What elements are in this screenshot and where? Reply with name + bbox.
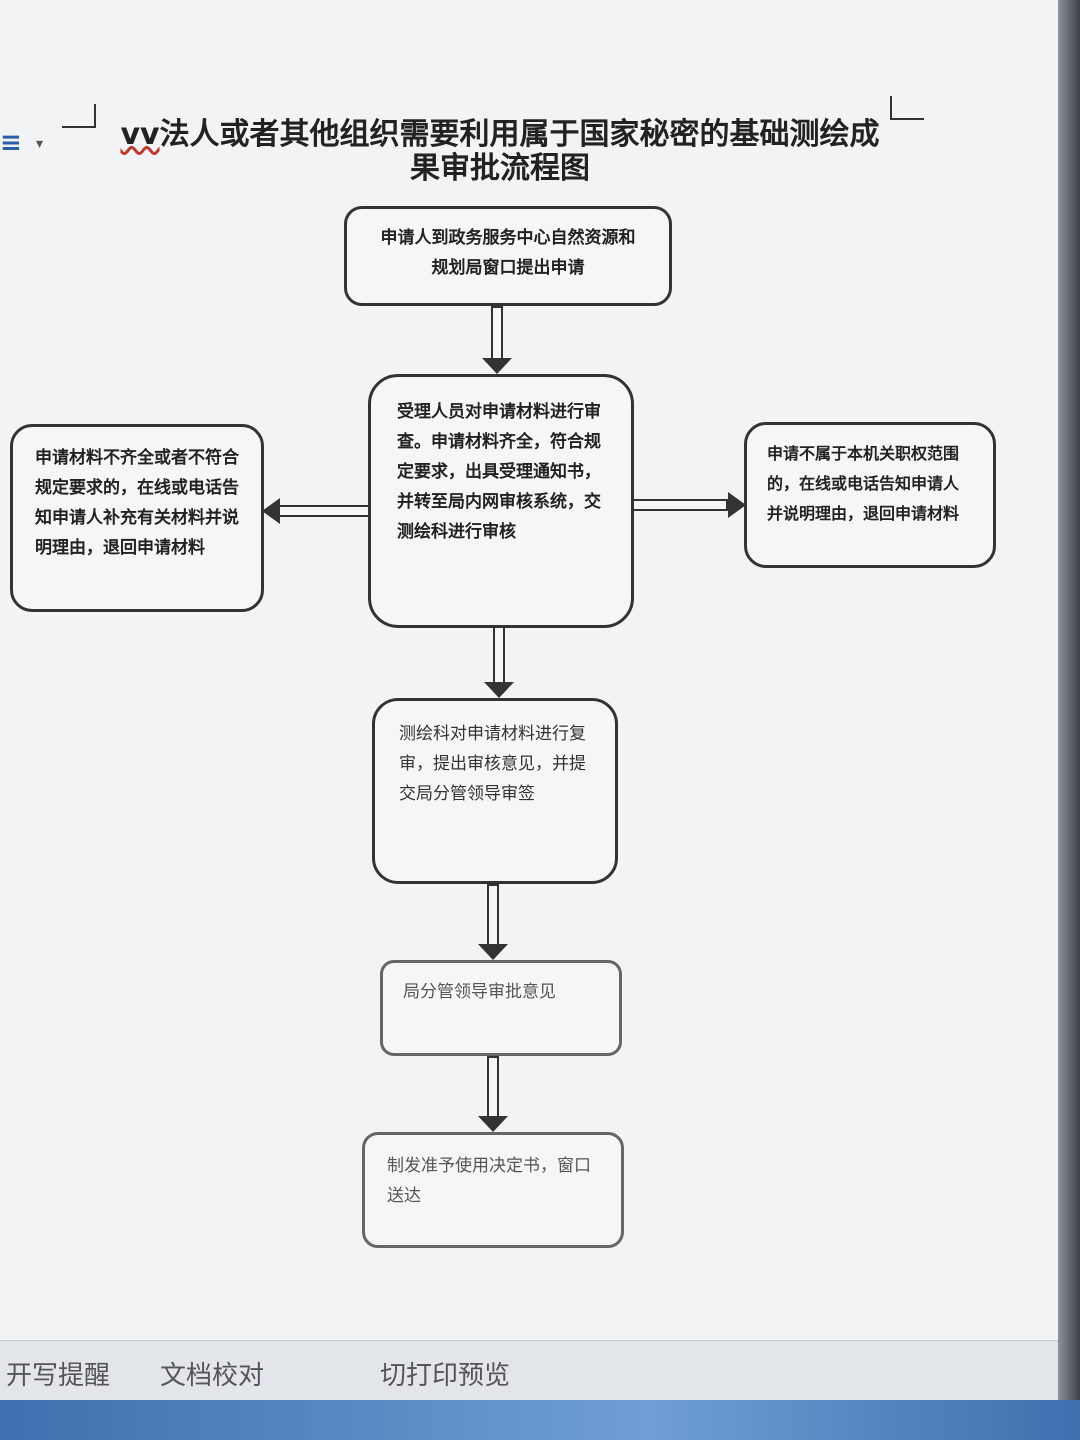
node-final-text: 制发准予使用决定书，窗口送达 xyxy=(387,1156,591,1206)
arrow-review-to-incomplete xyxy=(262,498,370,524)
status-item-print-preview[interactable]: 切打印预览 xyxy=(380,1361,511,1391)
diagram-title: vv法人或者其他组织需要利用属于国家秘密的基础测绘成 果审批流程图 xyxy=(100,118,900,186)
node-survey-review: 测绘科对申请材料进行复审，提出审核意见，并提交局分管领导审签 xyxy=(372,698,618,884)
status-bar: 开写提醒 文档校对 切打印预览 xyxy=(0,1340,1058,1401)
page-corner-mark-right xyxy=(890,96,924,120)
title-line2: 果审批流程图 xyxy=(410,151,590,186)
node-out-of-scope: 申请不属于本机关职权范围的，在线或电话告知申请人并说明理由，退回申请材料 xyxy=(744,422,996,568)
node-review-text: 受理人员对申请材料进行审查。申请材料齐全，符合规定要求，出具受理通知书，并转至局… xyxy=(397,402,601,542)
arrow-leader-to-final xyxy=(478,1056,508,1134)
status-item-proofread[interactable]: 文档校对 xyxy=(160,1361,265,1391)
node-start: 申请人到政务服务中心自然资源和规划局窗口提出申请 xyxy=(344,206,672,306)
node-final: 制发准予使用决定书，窗口送达 xyxy=(362,1132,624,1248)
node-out-of-scope-text: 申请不属于本机关职权范围的，在线或电话告知申请人并说明理由，退回申请材料 xyxy=(767,444,960,523)
arrow-review-to-out-of-scope xyxy=(632,492,746,518)
status-item-reminder[interactable]: 开写提醒 xyxy=(6,1361,111,1391)
arrow-start-to-review xyxy=(482,306,512,376)
node-leader-opinion-text: 局分管领导审批意见 xyxy=(403,982,556,1002)
arrow-review-to-survey xyxy=(484,626,514,700)
node-leader-opinion: 局分管领导审批意见 xyxy=(380,960,622,1056)
arrow-survey-to-leader xyxy=(478,884,508,962)
monitor-bezel xyxy=(1058,0,1080,1400)
page-corner-mark-left xyxy=(62,104,96,128)
node-incomplete-text: 申请材料不齐全或者不符合规定要求的，在线或电话告知申请人补充有关材料并说明理由，… xyxy=(35,448,239,558)
node-survey-review-text: 测绘科对申请材料进行复审，提出审核意见，并提交局分管领导审签 xyxy=(399,724,586,804)
taskbar-strip xyxy=(0,1400,1080,1440)
document-page: ≡ ▾ vv法人或者其他组织需要利用属于国家秘密的基础测绘成 果审批流程图 申请… xyxy=(0,0,1058,1340)
node-incomplete: 申请材料不齐全或者不符合规定要求的，在线或电话告知申请人补充有关材料并说明理由，… xyxy=(10,424,264,612)
node-start-text: 申请人到政务服务中心自然资源和规划局窗口提出申请 xyxy=(380,228,636,278)
node-review: 受理人员对申请材料进行审查。申请材料齐全，符合规定要求，出具受理通知书，并转至局… xyxy=(368,374,634,628)
title-line1: 法人或者其他组织需要利用属于国家秘密的基础测绘成 xyxy=(159,117,880,152)
dropdown-arrow-icon[interactable]: ▾ xyxy=(36,136,44,152)
app-icon[interactable]: ≡ xyxy=(0,128,22,158)
title-prefix: vv xyxy=(120,117,160,152)
